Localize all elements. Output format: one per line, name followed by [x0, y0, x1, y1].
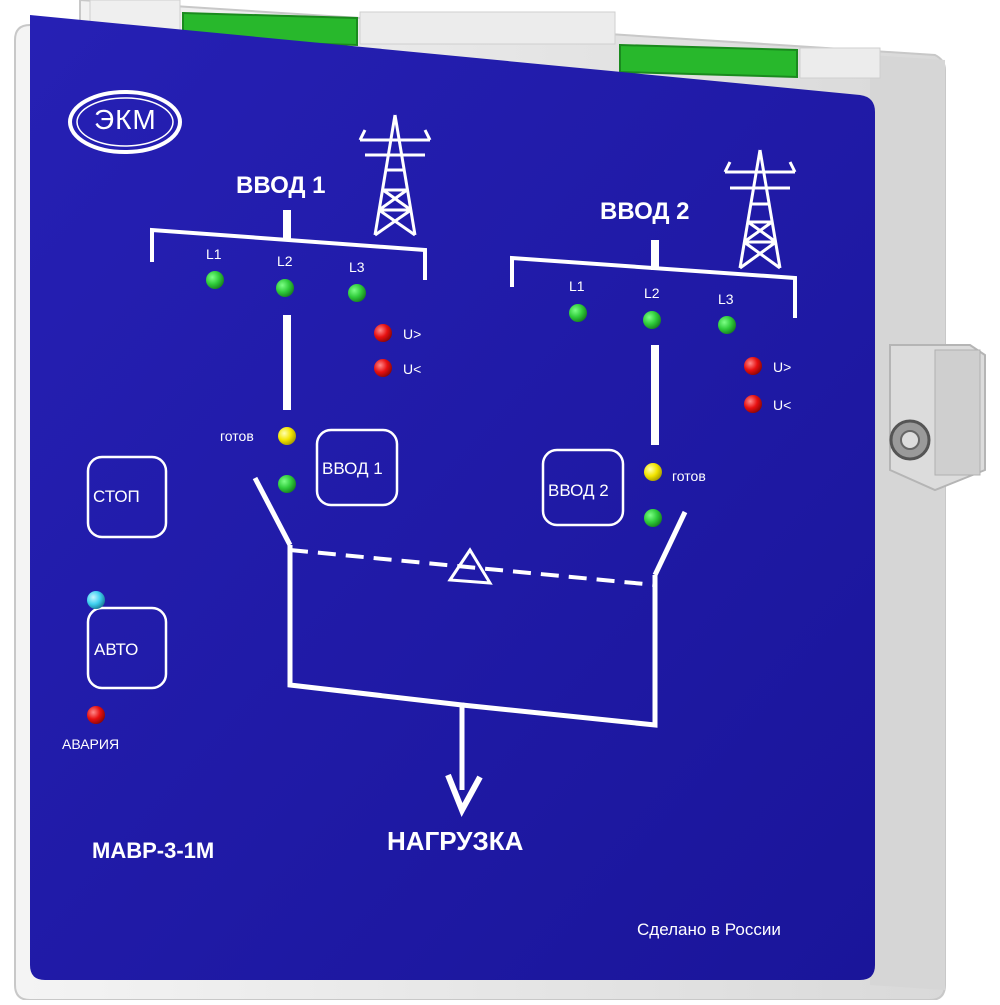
input2-under-led — [744, 395, 762, 413]
input2-button — [541, 448, 625, 527]
switch-diagram — [252, 476, 688, 818]
input2-over-label: U> — [773, 359, 792, 375]
input2-busbar — [510, 240, 797, 445]
input2-l2-label: L2 — [644, 285, 660, 301]
input1-button — [315, 428, 399, 507]
input1-l1-label: L1 — [206, 246, 222, 262]
input2-ready-led — [644, 463, 662, 481]
logo-text: ЭКМ — [94, 104, 157, 135]
input2-l1-led — [569, 304, 587, 322]
input1-ready-led — [278, 427, 296, 445]
logo-ellipse — [68, 90, 182, 154]
input1-l2-led — [276, 279, 294, 297]
connector-2 — [619, 43, 798, 79]
input2-ready-label: готов — [672, 468, 706, 484]
footer-text: Сделано в России — [637, 920, 781, 939]
auto-button — [86, 606, 168, 690]
tower-1-icon — [358, 114, 432, 237]
auto-button-label[interactable]: АВТО — [94, 640, 139, 659]
input1-button-label[interactable]: ВВОД 1 — [322, 459, 383, 478]
stop-button-label[interactable]: СТОП — [93, 487, 140, 506]
stop-button — [86, 455, 168, 539]
auto-led — [87, 591, 105, 609]
input2-title: ВВОД 2 — [600, 198, 690, 225]
input1-l2-label: L2 — [277, 253, 293, 269]
alarm-led — [87, 706, 105, 724]
input1-busbar — [150, 210, 427, 410]
input2-button-label[interactable]: ВВОД 2 — [548, 481, 609, 500]
input2-l1-label: L1 — [569, 278, 585, 294]
model-label: МАВР-3-1М — [92, 838, 215, 863]
input2-l3-led — [718, 316, 736, 334]
input1-l1-led — [206, 271, 224, 289]
input2-on-led — [644, 509, 662, 527]
input2-l2-led — [643, 311, 661, 329]
input2-l3-label: L3 — [718, 291, 734, 307]
input1-title: ВВОД 1 — [236, 172, 326, 199]
input1-under-label: U< — [403, 361, 422, 377]
input2-over-led — [744, 357, 762, 375]
input1-under-led — [374, 359, 392, 377]
alarm-label: АВАРИЯ — [62, 736, 120, 752]
input1-over-led — [374, 324, 392, 342]
input1-on-led — [278, 475, 296, 493]
load-label: НАГРУЗКА — [387, 826, 524, 856]
front-panel — [30, 15, 875, 980]
input1-l3-led — [348, 284, 366, 302]
input1-l3-label: L3 — [349, 259, 365, 275]
input1-ready-label: готов — [220, 428, 254, 444]
input1-over-label: U> — [403, 326, 422, 342]
input2-under-label: U< — [773, 397, 792, 413]
tower-2-icon — [723, 149, 797, 270]
